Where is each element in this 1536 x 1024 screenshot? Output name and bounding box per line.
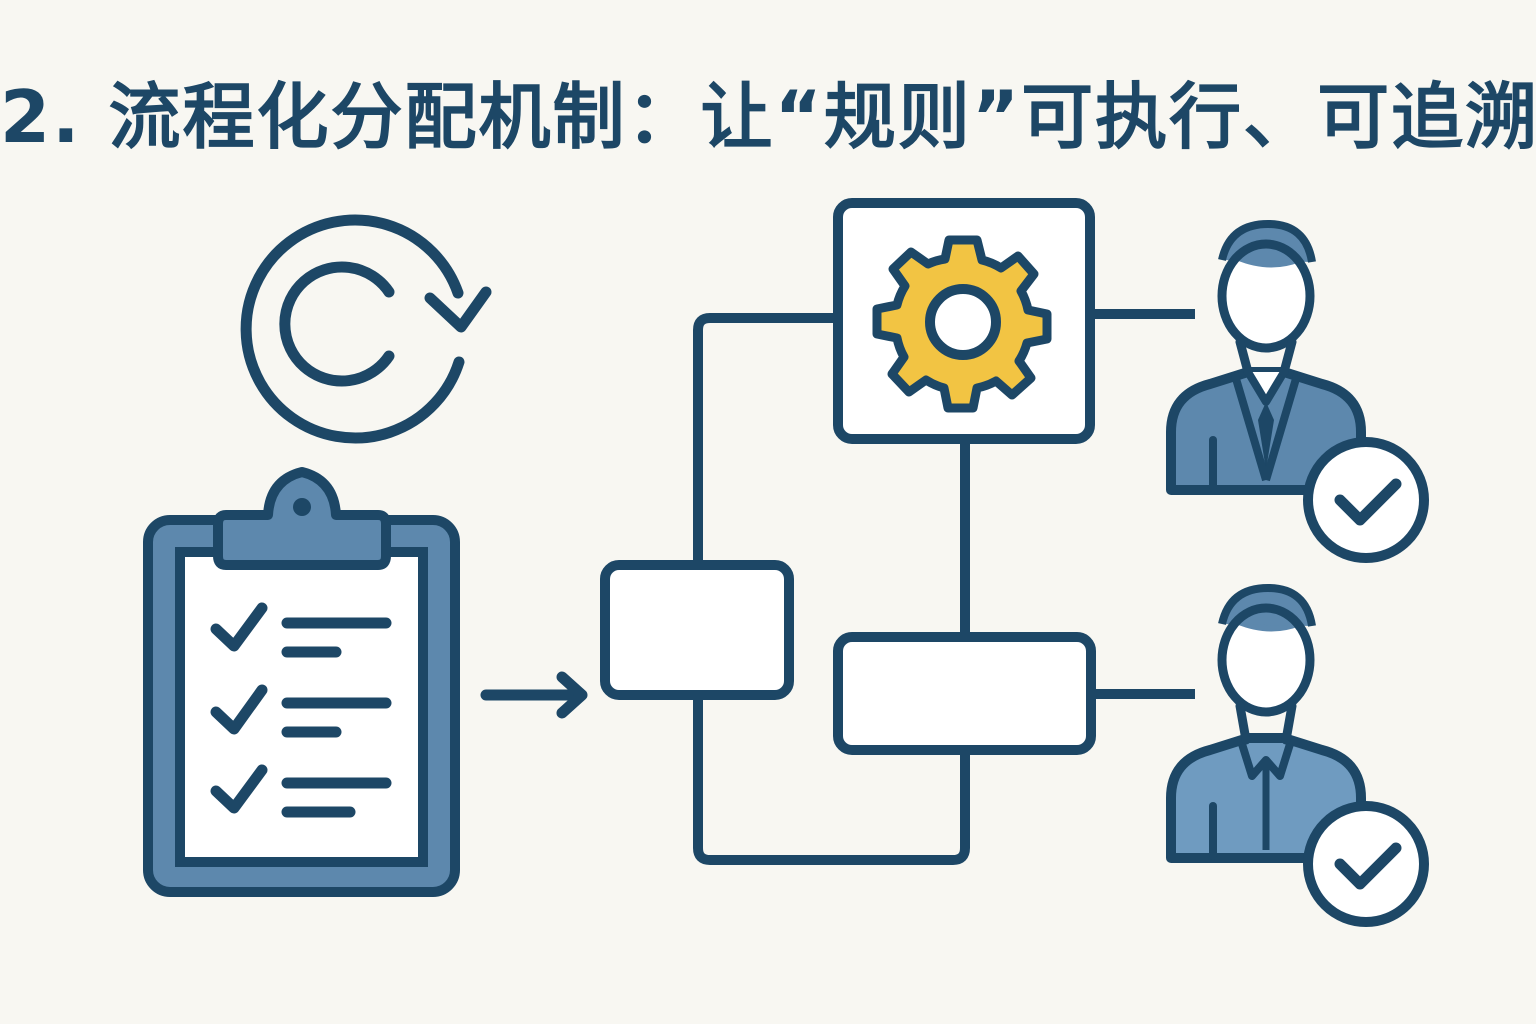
- gear-icon: [872, 235, 1052, 413]
- flow-node-input: [600, 560, 794, 700]
- clipboard-checklist-icon: [143, 467, 460, 897]
- arrow-right-icon: [480, 671, 588, 719]
- check-circle-icon: [1303, 437, 1429, 563]
- flow-node-output: [833, 632, 1096, 755]
- check-circle-icon: [1303, 801, 1429, 927]
- refresh-cycle-icon: [240, 214, 492, 444]
- flowchart-connectors: [693, 309, 1195, 865]
- staff-person-icon: [1166, 583, 1366, 863]
- businessman-tie-icon: [1166, 219, 1366, 495]
- page-title: 2. 流程化分配机制：让“规则”可执行、可追溯: [0, 75, 1536, 159]
